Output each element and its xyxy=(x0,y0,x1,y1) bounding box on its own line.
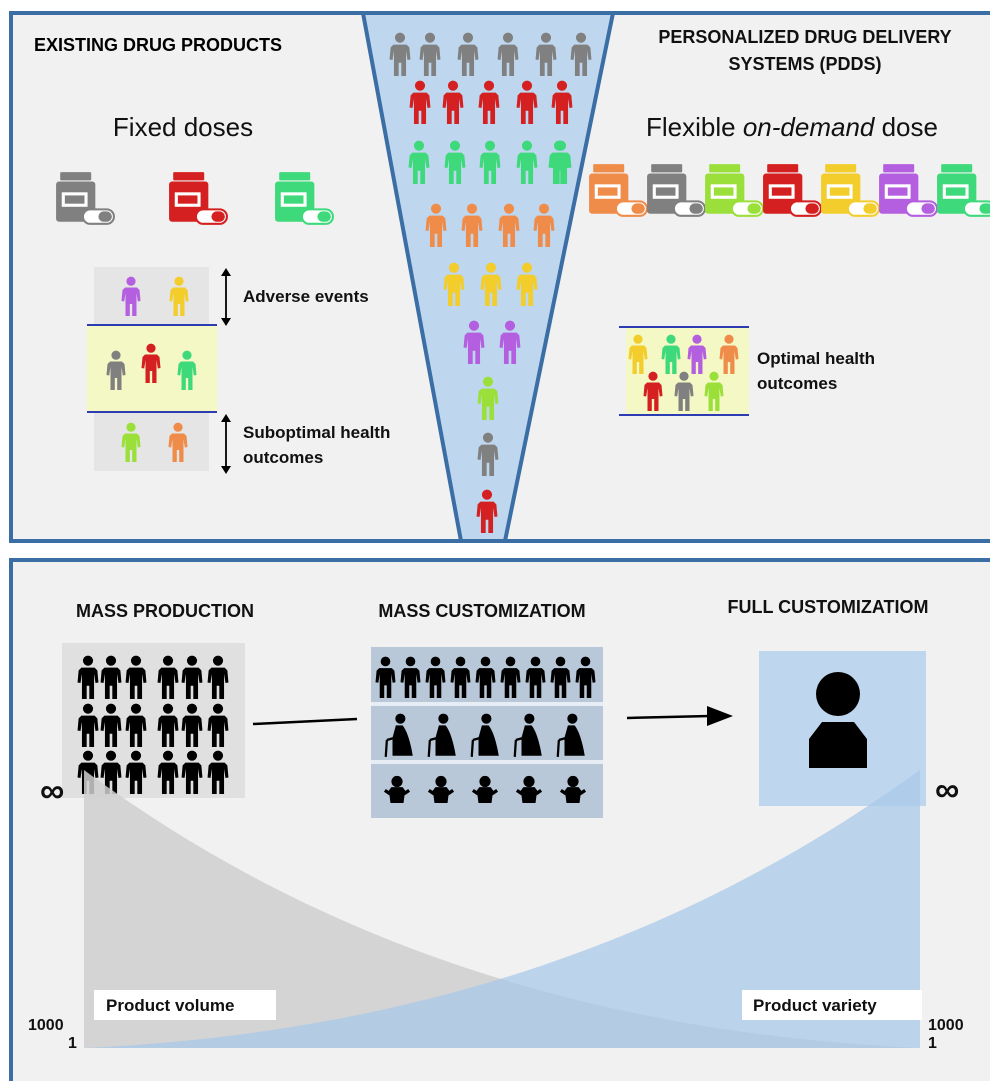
optimal-label-line1: Optimal health xyxy=(757,349,875,368)
flexible-dose-label: Flexible on-demand dose xyxy=(646,112,938,142)
volume-tick-1000: 1000 xyxy=(28,1017,64,1034)
suboptimal-range-arrow xyxy=(221,414,231,474)
volume-axis-infinity: ∞ xyxy=(40,772,64,810)
adverse-band xyxy=(94,267,209,324)
single-user-icon xyxy=(809,672,867,768)
flexible-label-post: dose xyxy=(874,112,938,142)
flexible-label-em: on-demand xyxy=(743,112,876,142)
full-customization-title: FULL CUSTOMIZATIOM xyxy=(728,597,929,617)
product-variety-label: Product variety xyxy=(753,996,877,1015)
product-volume-label-box xyxy=(94,990,276,1020)
fixed-doses-label: Fixed doses xyxy=(113,112,253,142)
product-variety-area xyxy=(84,770,920,1048)
optimal-label-line2: outcomes xyxy=(757,374,837,393)
volume-tick-1: 1 xyxy=(68,1035,77,1052)
suboptimal-label-line1: Suboptimal health xyxy=(243,423,390,442)
product-volume-label: Product volume xyxy=(106,996,234,1015)
product-volume-area xyxy=(84,770,920,1048)
top-panel: EXISTING DRUG PRODUCTS PERSONALIZED DRUG… xyxy=(9,11,990,543)
suboptimal-band xyxy=(94,413,209,471)
variety-tick-1: 1 xyxy=(928,1035,937,1052)
mass-customization-title: MASS CUSTOMIZATIOM xyxy=(378,601,585,621)
adverse-events-label: Adverse events xyxy=(243,287,369,306)
adverse-range-arrow xyxy=(221,268,231,326)
pdds-title-line2: SYSTEMS (PDDS) xyxy=(728,54,881,74)
existing-products-title: EXISTING DRUG PRODUCTS xyxy=(34,35,282,55)
flexible-label-pre: Flexible xyxy=(646,112,743,142)
suboptimal-label-line2: outcomes xyxy=(243,448,323,467)
arrow-to-full-customization xyxy=(626,706,733,726)
bottom-panel: MASS PRODUCTION MASS CUSTOMIZATIOM FULL … xyxy=(9,558,990,1081)
variety-axis-infinity: ∞ xyxy=(935,771,959,809)
variety-tick-1000: 1000 xyxy=(928,1017,964,1034)
pdds-title-line1: PERSONALIZED DRUG DELIVERY xyxy=(658,27,951,47)
product-variety-label-box xyxy=(742,990,922,1020)
connector-line xyxy=(252,717,358,726)
mass-production-title: MASS PRODUCTION xyxy=(76,601,254,621)
